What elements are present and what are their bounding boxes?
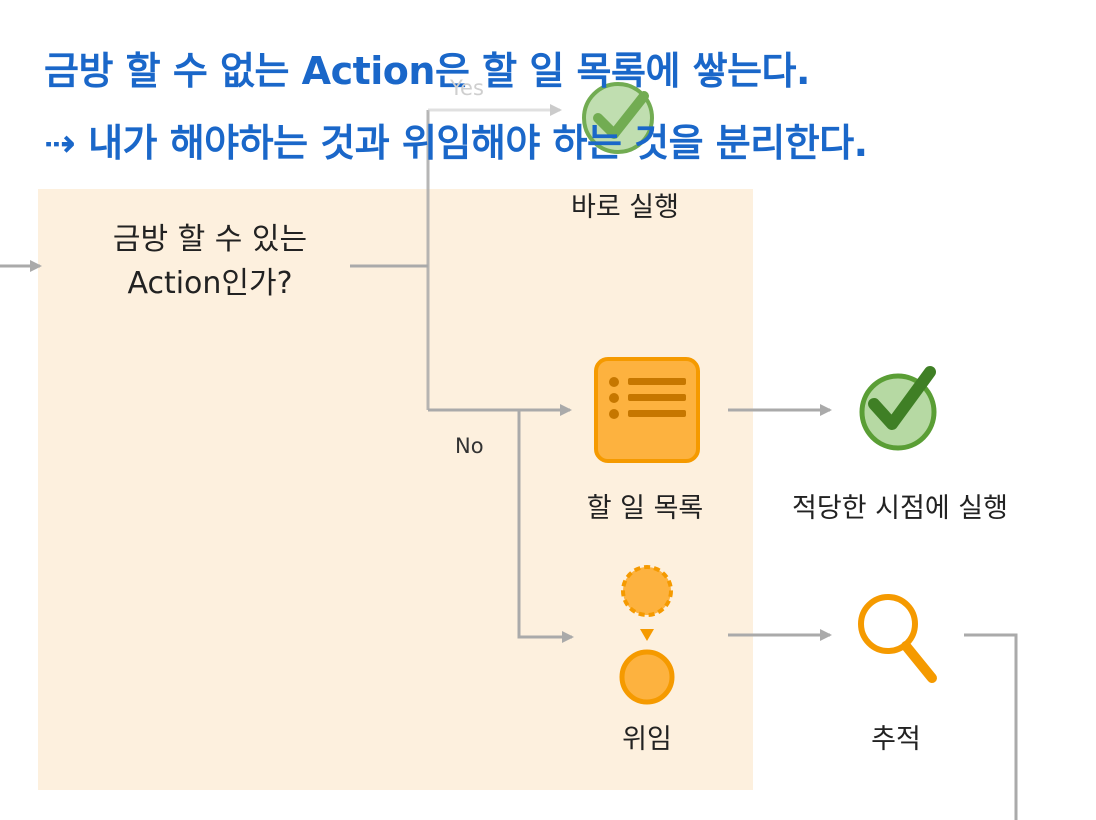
no-label: No <box>455 434 484 458</box>
headline-line-2: ⇢ 내가 해야하는 것과 위임해야 하는 것을 분리한다. <box>44 121 868 165</box>
decision-line-1: 금방 할 수 있는 <box>112 222 308 257</box>
delegate-label: 위임 <box>622 724 672 755</box>
decision-question: 금방 할 수 있는 Action인가? <box>60 218 360 306</box>
do-later-label: 적당한 시점에 실행 <box>792 493 1008 524</box>
track-outgoing-line <box>964 633 1018 820</box>
delegate-icon <box>619 565 675 705</box>
yes-label: Yes <box>450 76 484 100</box>
decision-line-2: Action인가? <box>127 266 293 301</box>
do-later-check-icon <box>859 366 937 451</box>
todo-list-icon <box>594 357 700 463</box>
track-magnifier-icon <box>858 594 937 683</box>
do-now-check-icon <box>582 82 654 154</box>
todo-list-label: 할 일 목록 <box>586 493 704 524</box>
track-label: 추적 <box>871 724 921 755</box>
do-now-label: 바로 실행 <box>571 192 679 223</box>
no-branch-arrow-delegate <box>517 410 574 643</box>
headline-line-1: 금방 할 수 없는 Action은 할 일 목록에 쌓는다. <box>44 49 810 93</box>
